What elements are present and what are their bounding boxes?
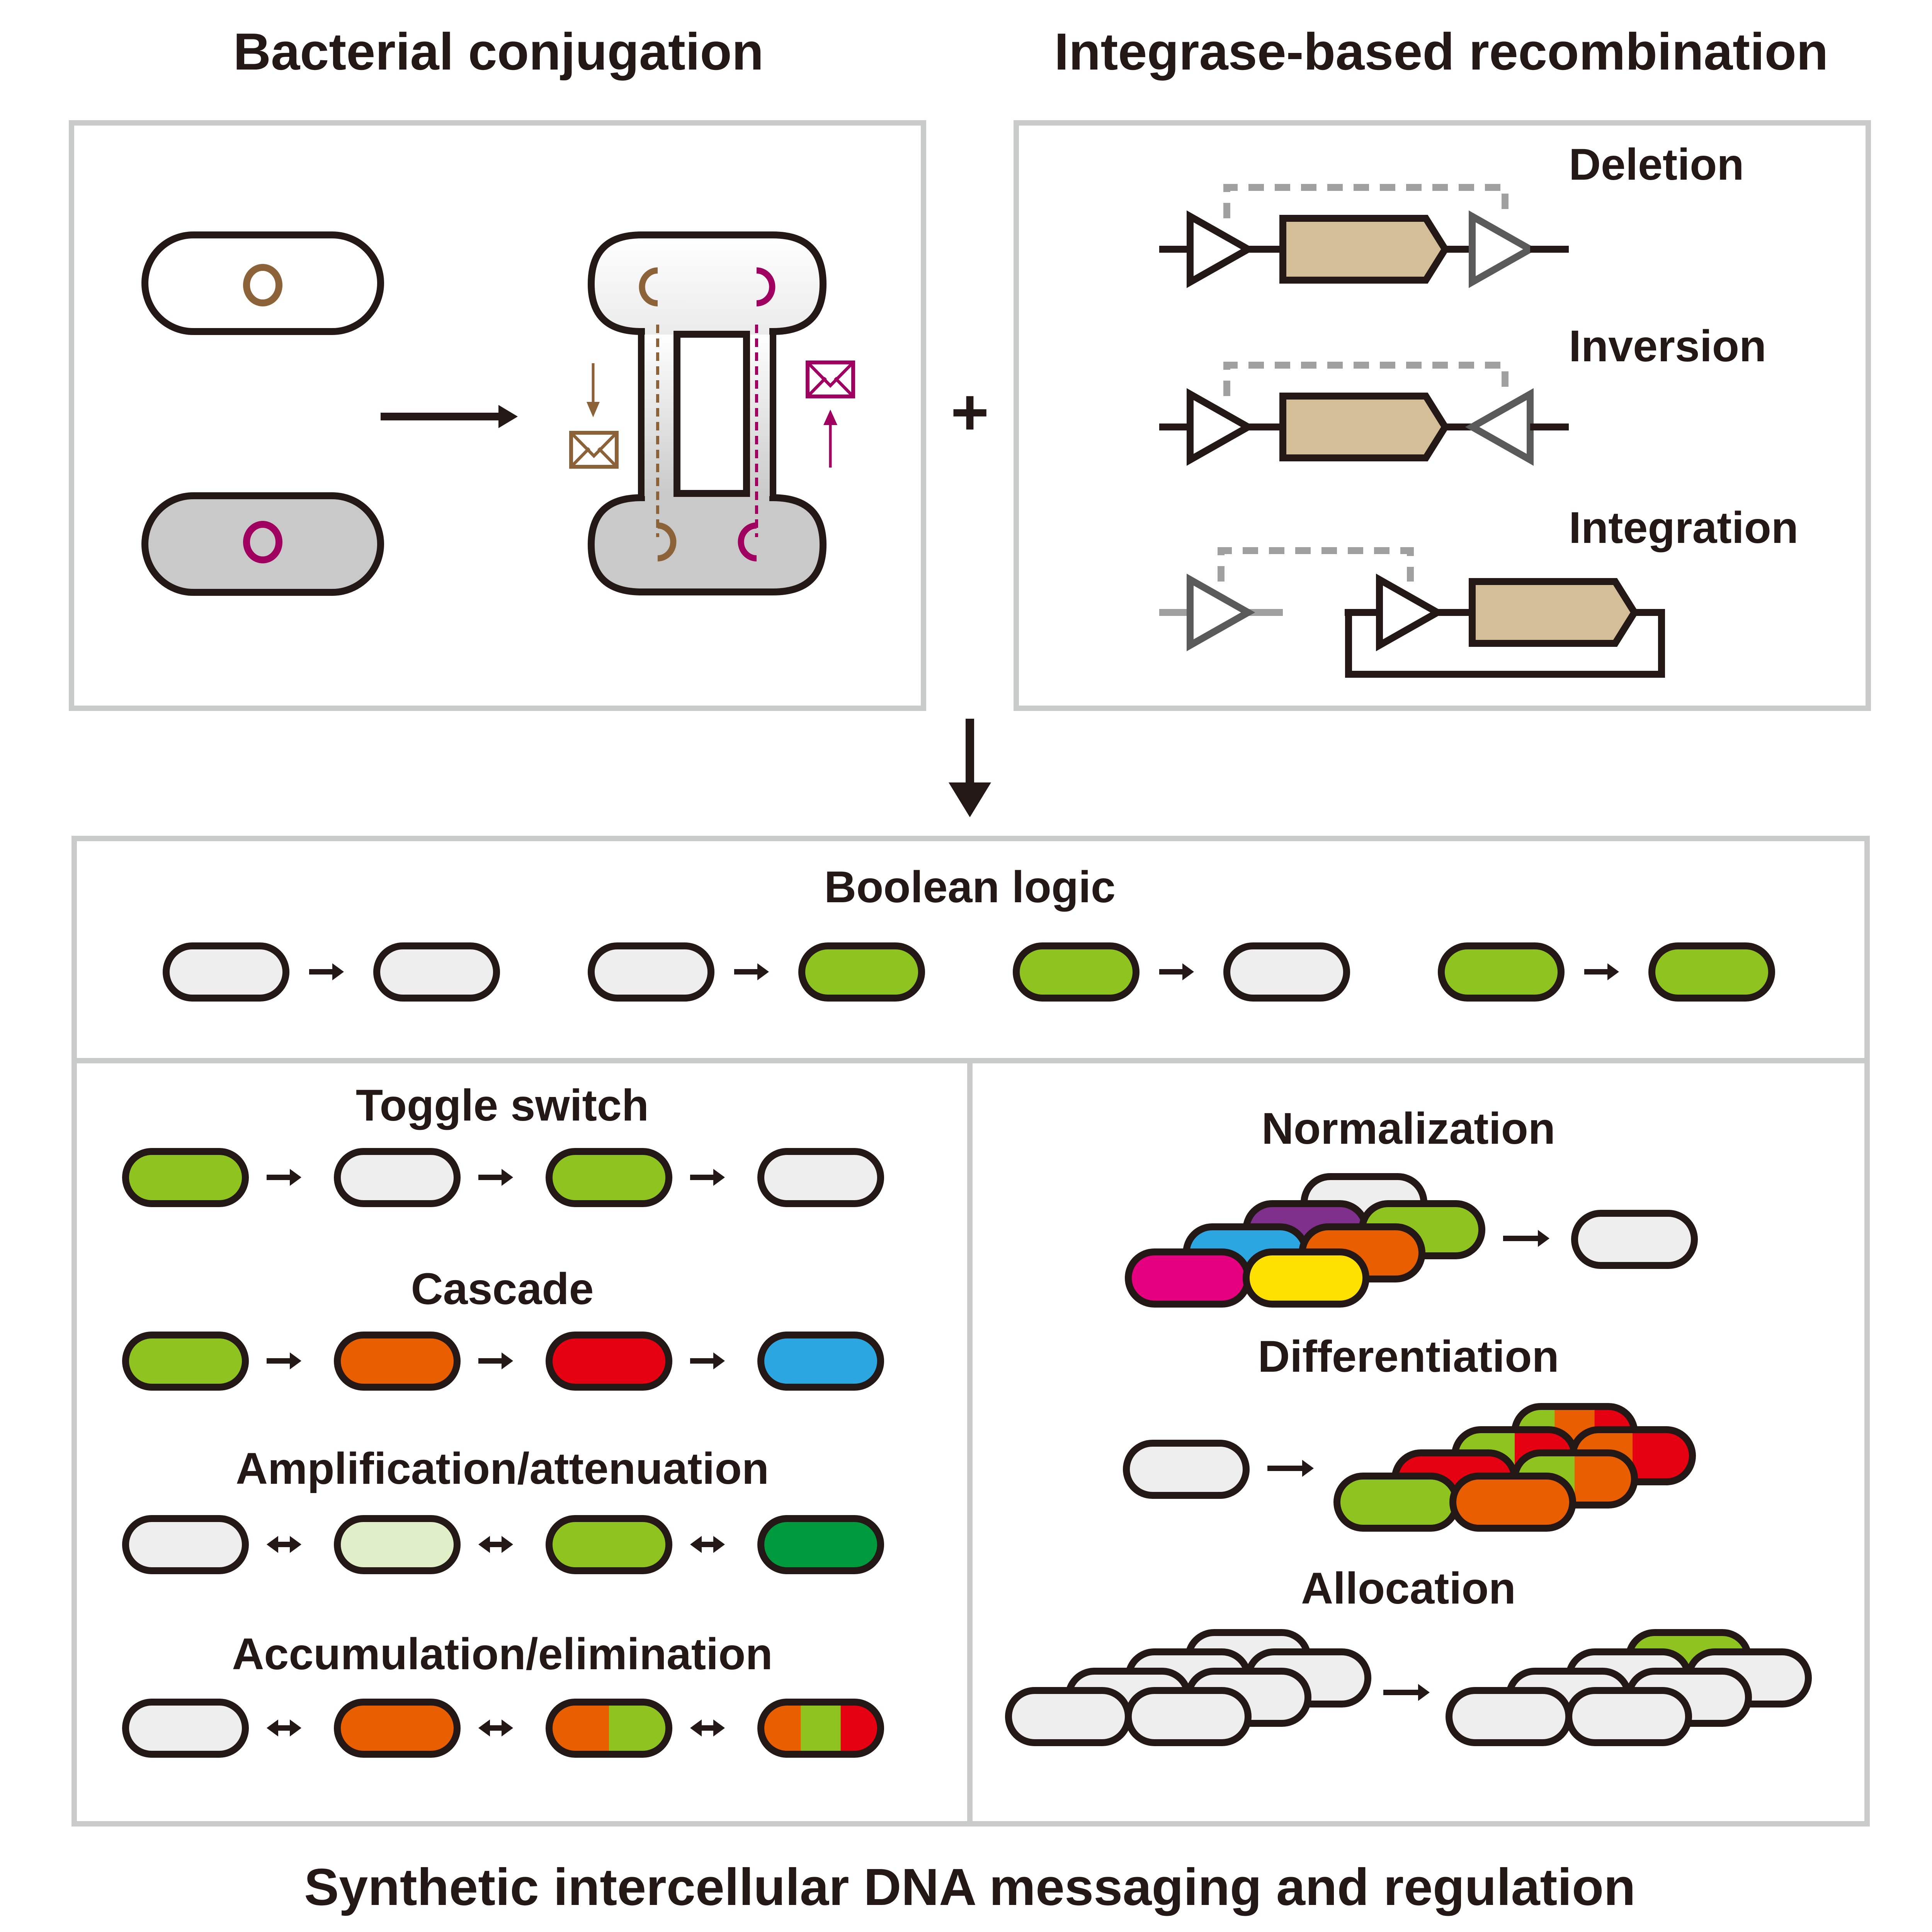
recipient-cell bbox=[141, 492, 384, 596]
label-normalization: Normalization bbox=[1262, 1104, 1555, 1153]
boolean-output-cell bbox=[1223, 942, 1350, 1002]
label-cascade: Cascade bbox=[411, 1264, 594, 1314]
accumulation-cell bbox=[546, 1699, 672, 1758]
label-boolean-logic: Boolean logic bbox=[824, 862, 1116, 912]
title-bacterial-conjugation: Bacterial conjugation bbox=[233, 22, 764, 81]
arrow-icon bbox=[267, 1169, 301, 1186]
differentiated-cell bbox=[1449, 1473, 1576, 1532]
attp-site-icon bbox=[1376, 573, 1445, 651]
arrow-icon bbox=[690, 1169, 725, 1186]
arrow-icon bbox=[309, 963, 344, 980]
label-differentiation: Differentiation bbox=[1258, 1332, 1559, 1381]
donor-plasmid-icon bbox=[243, 264, 282, 306]
cell-rows bbox=[122, 942, 1812, 1758]
arrow-icon bbox=[267, 1352, 301, 1369]
allocated-cell bbox=[1446, 1687, 1572, 1746]
label-deletion: Deletion bbox=[1569, 140, 1744, 189]
boolean-output-cell bbox=[1648, 942, 1775, 1002]
toggle-cell bbox=[546, 1148, 672, 1207]
label-integration: Integration bbox=[1569, 503, 1798, 553]
boolean-output-cell bbox=[373, 942, 500, 1002]
attp-site-icon bbox=[1469, 210, 1537, 288]
cascade-cell bbox=[757, 1332, 884, 1391]
attb-site-icon bbox=[1187, 573, 1255, 651]
arrow-icon bbox=[690, 1352, 725, 1369]
boolean-input-cell bbox=[163, 942, 289, 1002]
recombination-link bbox=[1223, 362, 1509, 396]
normalization-cell bbox=[1125, 1248, 1252, 1308]
amplification-cell bbox=[757, 1515, 884, 1574]
undifferentiated-cell bbox=[1123, 1440, 1250, 1499]
recombination-link bbox=[1218, 547, 1414, 582]
label-amplification-attenuation: Amplification/attenuation bbox=[236, 1444, 769, 1493]
conjugation-panel bbox=[69, 120, 926, 711]
bidirectional-arrow-icon bbox=[690, 1536, 725, 1553]
bidirectional-arrow-icon bbox=[690, 1719, 725, 1736]
plus-sign: + bbox=[951, 376, 989, 449]
toggle-cell bbox=[122, 1148, 249, 1207]
boolean-output-cell bbox=[798, 942, 925, 1002]
unallocated-cell bbox=[1005, 1687, 1132, 1746]
brown-message-envelope-icon bbox=[569, 363, 619, 469]
donor-cell bbox=[141, 231, 384, 335]
arrow-icon bbox=[1503, 1230, 1549, 1247]
down-arrow-icon bbox=[949, 719, 991, 817]
attp-site-icon bbox=[1465, 388, 1534, 466]
bidirectional-arrow-icon bbox=[478, 1719, 513, 1736]
label-toggle-switch: Toggle switch bbox=[356, 1081, 649, 1130]
attb-site-icon bbox=[1187, 210, 1255, 288]
recipient-plasmid-icon bbox=[243, 521, 282, 563]
accumulation-cell bbox=[122, 1699, 249, 1758]
cascade-cell bbox=[122, 1332, 249, 1391]
arrow-icon bbox=[1267, 1460, 1314, 1477]
deletion-diagram bbox=[1159, 184, 1569, 288]
arrow-icon bbox=[478, 1352, 513, 1369]
differentiated-cell bbox=[1333, 1473, 1460, 1532]
accumulation-cell bbox=[757, 1699, 884, 1758]
label-inversion: Inversion bbox=[1569, 321, 1766, 371]
boolean-input-cell bbox=[1438, 942, 1565, 1002]
integrase-diagrams bbox=[1159, 184, 1665, 678]
cascade-cell bbox=[334, 1332, 461, 1391]
mating-pair bbox=[587, 231, 827, 595]
normalized-cell bbox=[1571, 1210, 1698, 1269]
recombination-link bbox=[1223, 184, 1509, 218]
arrow-icon bbox=[1584, 963, 1619, 980]
magenta-message-envelope-icon bbox=[806, 361, 855, 468]
cascade-cell bbox=[546, 1332, 672, 1391]
accumulation-cell bbox=[334, 1699, 461, 1758]
integrase-panel bbox=[1014, 120, 1871, 711]
gene-cds-icon bbox=[1279, 393, 1449, 461]
integration-diagram bbox=[1159, 547, 1665, 678]
bidirectional-arrow-icon bbox=[267, 1719, 301, 1736]
inversion-diagram bbox=[1159, 362, 1569, 466]
amplification-cell bbox=[546, 1515, 672, 1574]
allocated-cell bbox=[1565, 1687, 1692, 1746]
boolean-input-cell bbox=[1013, 942, 1139, 1002]
normalization-cell bbox=[1243, 1248, 1369, 1308]
unallocated-cell bbox=[1125, 1687, 1252, 1746]
arrow-icon bbox=[734, 963, 769, 980]
bidirectional-arrow-icon bbox=[267, 1536, 301, 1553]
boolean-input-cell bbox=[588, 942, 714, 1002]
attb-site-icon bbox=[1187, 388, 1255, 466]
toggle-cell bbox=[334, 1148, 461, 1207]
label-allocation: Allocation bbox=[1301, 1564, 1516, 1613]
arrow-icon bbox=[1159, 963, 1194, 980]
title-integrase-recombination: Integrase-based recombination bbox=[1054, 22, 1828, 81]
conjugation-arrow-icon bbox=[381, 405, 518, 428]
bidirectional-arrow-icon bbox=[478, 1536, 513, 1553]
title-synthetic-dna-messaging: Synthetic intercellular DNA messaging an… bbox=[304, 1858, 1636, 1916]
gene-cds-icon bbox=[1469, 578, 1639, 647]
toggle-cell bbox=[757, 1148, 884, 1207]
gene-cds-icon bbox=[1279, 215, 1449, 284]
amplification-cell bbox=[122, 1515, 249, 1574]
amplification-cell bbox=[334, 1515, 461, 1574]
arrow-icon bbox=[478, 1169, 513, 1186]
label-accumulation-elimination: Accumulation/elimination bbox=[232, 1629, 772, 1679]
arrow-icon bbox=[1383, 1684, 1430, 1701]
